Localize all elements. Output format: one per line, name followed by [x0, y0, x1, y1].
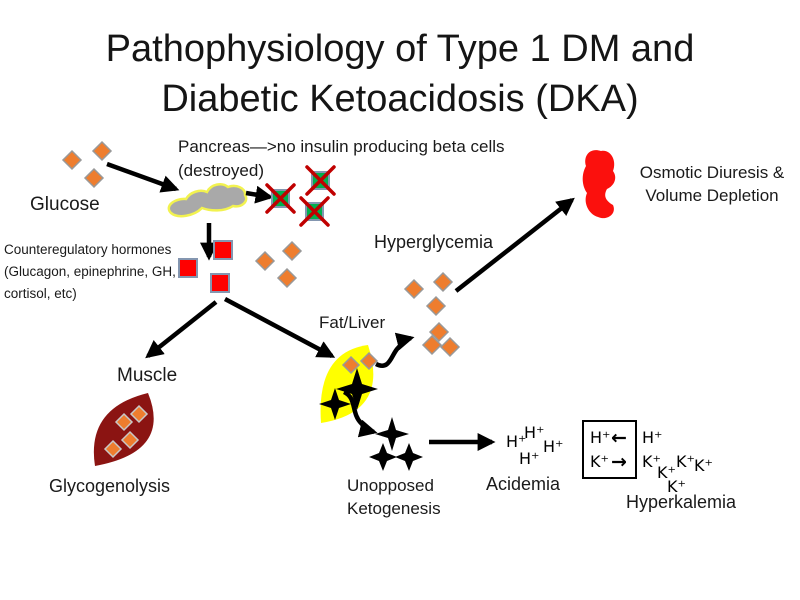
extracellular-k-ion: K⁺: [694, 456, 713, 475]
glucose-molecules: [61, 140, 113, 189]
ketone-star-icon: [369, 443, 397, 471]
osmotic-line-2: Volume Depletion: [645, 186, 779, 205]
acidemia-h-ion: H⁺: [519, 449, 540, 468]
glucose-diamond-icon: [91, 140, 113, 162]
hyperglycemia-label: Hyperglycemia: [374, 232, 494, 252]
glucose-diamond-icon: [432, 271, 454, 293]
glucose-diamond-icon: [103, 439, 123, 459]
acidemia-label: Acidemia: [486, 474, 561, 494]
glucose-diamond-icon: [254, 250, 276, 272]
glucose-diamond-icon: [341, 355, 361, 375]
muscle-label: Muscle: [117, 365, 178, 386]
glucose-diamond-icon: [359, 351, 379, 371]
midstream-glucose-molecules: [254, 240, 303, 289]
title-line-1: Pathophysiology of Type 1 DM and: [105, 28, 695, 70]
glucose-diamond-icon: [428, 321, 450, 343]
h-into-cell-arrow-icon: ←: [611, 427, 627, 449]
unopposed-line-2: Ketogenesis: [347, 499, 441, 518]
cell-k-ion: K⁺: [590, 452, 609, 471]
glucose-diamond-icon: [425, 295, 447, 317]
pancreas-label-line-2: (destroyed): [178, 161, 264, 180]
ketone-star-icon: [319, 388, 351, 420]
fatliver-ketone-molecules: [319, 368, 378, 420]
destroyed-beta-cells: [265, 165, 336, 227]
counterregulatory-label: Counteregulatory hormones (Glucagon, epin…: [4, 239, 176, 305]
glucose-diamond-icon: [276, 267, 298, 289]
ketone-star-icon: [375, 417, 409, 451]
hormone-square-icon: [178, 258, 198, 278]
k-out-of-cell-arrow-icon: →: [611, 451, 627, 473]
acidemia-h-ion: H⁺: [524, 423, 545, 442]
title-line-2: Diabetic Ketoacidosis (DKA): [161, 78, 639, 120]
extracellular-h-ion: H⁺: [642, 428, 663, 447]
cell-h-ion: H⁺: [590, 428, 611, 447]
hormone-square-icon: [210, 273, 230, 293]
pancreas-shape: [167, 183, 248, 218]
destroyed-x-icon: [299, 196, 330, 227]
glucose-diamond-icon: [421, 334, 443, 356]
fatliver-glucose-release-arrow: [374, 332, 415, 368]
glucose-diamond-icon: [114, 412, 134, 432]
glucose-diamond-icon: [439, 336, 461, 358]
destroyed-x-icon: [265, 183, 296, 214]
glucose-diamond-icon: [83, 167, 105, 189]
glucose-diamond-icon: [129, 404, 149, 424]
extracellular-k-ion: K⁺: [676, 452, 695, 471]
osmotic-diuresis-label: Osmotic Diuresis & Volume Depletion: [626, 161, 798, 207]
counterregulatory-line-3: cortisol, etc): [4, 286, 77, 301]
glucose-diamond-icon: [281, 240, 303, 262]
hyperkalemia-label: Hyperkalemia: [626, 492, 737, 512]
pancreas-label-line-1: Pancreas—>no insulin producing beta cell…: [178, 137, 505, 156]
extracellular-k-ion: K⁺: [642, 452, 661, 471]
ketone-star-icon: [395, 443, 423, 471]
hyperglycemia-glucose-molecules: [403, 271, 461, 358]
glycogenolysis-label: Glycogenolysis: [49, 476, 171, 496]
glucose-diamond-icon: [120, 430, 140, 450]
hyperglycemia-to-kidney-arrow: [454, 197, 575, 293]
extracellular-k-ion: K⁺: [657, 463, 676, 482]
kidney-blob-icon: [582, 150, 616, 219]
counterregulatory-line-1: Counteregulatory hormones: [4, 242, 172, 257]
pancreas-label: Pancreas—>no insulin producing beta cell…: [178, 135, 505, 183]
ketone-cluster: [369, 417, 423, 471]
hormones-to-fatliver-arrow: [223, 297, 336, 358]
pancreas-to-destroyed-cells-arrow: [245, 185, 274, 204]
glucose-label: Glucose: [30, 194, 100, 215]
hormone-square-icon: [213, 240, 233, 260]
cell-exchange-box: [582, 420, 637, 479]
hormones-to-muscle-arrow: [145, 300, 218, 359]
acidemia-h-ion: H⁺: [543, 437, 564, 456]
glucose-to-pancreas-arrow: [106, 161, 180, 193]
glucose-diamond-icon: [403, 278, 425, 300]
fatliver-glucose-molecules: [341, 351, 379, 375]
acidemia-h-ion: H⁺: [506, 432, 527, 451]
osmotic-line-1: Osmotic Diuresis &: [639, 163, 785, 182]
hormone-molecules: [178, 240, 233, 293]
glucose-diamond-icon: [61, 149, 83, 171]
unopposed-line-1: Unopposed: [347, 476, 434, 495]
counterregulatory-line-2: (Glucagon, epinephrine, GH,: [4, 264, 176, 279]
muscle-glucose-molecules: [103, 404, 149, 459]
destroyed-x-icon: [305, 165, 336, 196]
extracellular-k-ion: K⁺: [667, 477, 686, 496]
fatliver-ketone-release-arrow: [342, 389, 378, 438]
fat-liver-label: Fat/Liver: [319, 313, 386, 332]
ketone-star-icon: [336, 368, 378, 410]
